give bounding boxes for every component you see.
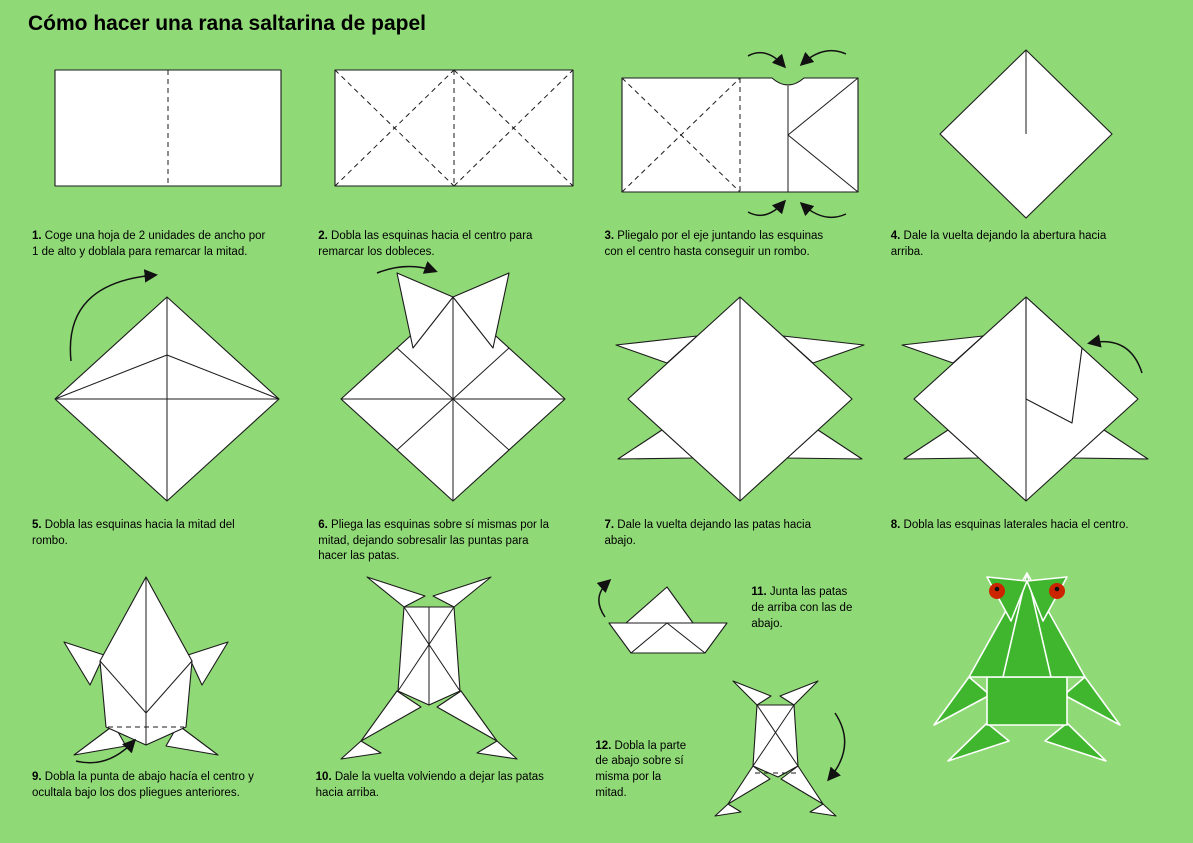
step-11-diagram	[596, 579, 728, 654]
fold-arrow-icon	[799, 49, 846, 67]
step-text: Junta las patas de arriba con las de aba…	[751, 586, 853, 631]
row-3: 9. Dobla la punta de abajo hacía el cent…	[24, 565, 1169, 823]
step-number: 1.	[32, 230, 42, 242]
step-6-diagram	[340, 260, 566, 502]
step-5-diagram	[54, 268, 280, 502]
step-5-caption: 5. Dobla las esquinas hacia la mitad del…	[24, 518, 272, 550]
step-number: 10.	[315, 771, 332, 784]
step-1: 1. Coge una hoja de 2 unidades de ancho …	[24, 44, 310, 261]
row-2: 5. Dobla las esquinas hacia la mitad del…	[24, 260, 1169, 566]
fold-arrow-icon	[799, 201, 846, 219]
fold-arrow-icon	[377, 260, 439, 274]
step-5: 5. Dobla las esquinas hacia la mitad del…	[24, 261, 310, 566]
step-7-diagram	[615, 296, 865, 502]
step-3: 3. Pliegalo por el eje juntando las esqu…	[597, 44, 883, 261]
step-9: 9. Dobla la punta de abajo hacía el cent…	[24, 565, 308, 823]
row-1: 1. Coge una hoja de 2 unidades de ancho …	[24, 44, 1169, 261]
step-text: Dobla las esquinas hacia la mitad del ro…	[32, 518, 235, 547]
step-number: 2.	[318, 230, 328, 242]
step-7-caption: 7. Dale la vuelta dejando las patas haci…	[597, 518, 845, 550]
fold-arrow-icon	[596, 579, 612, 618]
finished-frog	[885, 565, 1169, 823]
step-text: Coge una hoja de 2 unidades de ancho por…	[32, 230, 266, 258]
step-12-diagram	[714, 680, 846, 817]
fold-arrow-icon	[747, 199, 786, 217]
step-1-diagram	[54, 69, 282, 187]
step-1-caption: 1. Coge una hoja de 2 unidades de ancho …	[24, 229, 272, 261]
fold-arrow-icon	[827, 712, 846, 782]
step-7: 7. Dale la vuelta dejando las patas haci…	[597, 261, 883, 566]
step-text: Dobla las esquinas laterales hacia el ce…	[903, 518, 1129, 531]
step-2-caption: 2. Dobla las esquinas hacia el centro pa…	[310, 229, 558, 261]
step-10-diagram	[340, 576, 519, 760]
step-number: 4.	[890, 230, 901, 242]
step-number: 3.	[604, 230, 615, 242]
step-number: 6.	[318, 518, 328, 531]
fold-arrow-icon	[75, 739, 136, 764]
step-text: Dale la vuelta dejando la abertura hacia…	[890, 230, 1107, 258]
fold-arrow-icon	[747, 51, 786, 69]
step-4-diagram	[939, 49, 1113, 219]
step-10-caption: 10. Dale la vuelta volviendo a dejar las…	[308, 770, 556, 802]
step-6-caption: 6. Pliega las esquinas sobre sí mismas p…	[310, 518, 558, 566]
step-12-caption: 12. Dobla la parte de abajo sobre sí mis…	[591, 739, 695, 802]
step-number: 5.	[32, 518, 42, 531]
fold-arrow-icon	[1086, 334, 1143, 373]
step-8: 8. Dobla las esquinas laterales hacia el…	[883, 261, 1169, 566]
step-4: 4. Dale la vuelta dejando la abertura ha…	[883, 44, 1169, 261]
step-number: 11.	[751, 586, 767, 599]
step-text: Dobla la parte de abajo sobre sí misma p…	[595, 739, 687, 800]
step-number: 7.	[604, 518, 615, 531]
step-10: 10. Dale la vuelta volviendo a dejar las…	[308, 565, 592, 823]
steps-11-12-group: 11. Junta las patas de arriba con las de…	[591, 565, 885, 823]
step-9-caption: 9. Dobla la punta de abajo hacía el cent…	[24, 770, 272, 802]
step-number: 9.	[32, 771, 42, 784]
step-text: Dale la vuelta volviendo a dejar las pat…	[315, 771, 544, 800]
finished-frog-illustration	[933, 572, 1121, 763]
step-4-caption: 4. Dale la vuelta dejando la abertura ha…	[883, 229, 1131, 261]
step-9-diagram	[63, 576, 229, 764]
step-3-caption: 3. Pliegalo por el eje juntando las esqu…	[597, 229, 845, 261]
step-number: 12.	[595, 739, 612, 752]
step-2: 2. Dobla las esquinas hacia el centro pa…	[310, 44, 596, 261]
step-number: 8.	[890, 518, 901, 531]
step-text: Dobla las esquinas hacia el centro para …	[318, 230, 533, 258]
step-2-diagram	[334, 69, 574, 187]
step-11: 11. Junta las patas de arriba con las de…	[591, 573, 885, 663]
step-6: 6. Pliega las esquinas sobre sí mismas p…	[310, 260, 596, 566]
step-11-caption: 11. Junta las patas de arriba con las de…	[741, 585, 859, 633]
step-text: Pliegalo por el eje juntando las esquina…	[604, 230, 824, 258]
step-3-diagram	[621, 49, 859, 219]
step-12: 12. Dobla la parte de abajo sobre sí mis…	[591, 673, 885, 823]
step-text: Dobla la punta de abajo hacía el centro …	[32, 771, 254, 800]
step-8-caption: 8. Dobla las esquinas laterales hacia el…	[883, 518, 1129, 534]
step-text: Dale la vuelta dejando las patas hacia a…	[604, 518, 812, 547]
fold-arrow-icon	[69, 268, 159, 361]
step-text: Pliega las esquinas sobre sí mismas por …	[318, 518, 550, 563]
step-8-diagram	[901, 296, 1149, 502]
page-title: Cómo hacer una rana saltarina de papel	[28, 12, 426, 35]
